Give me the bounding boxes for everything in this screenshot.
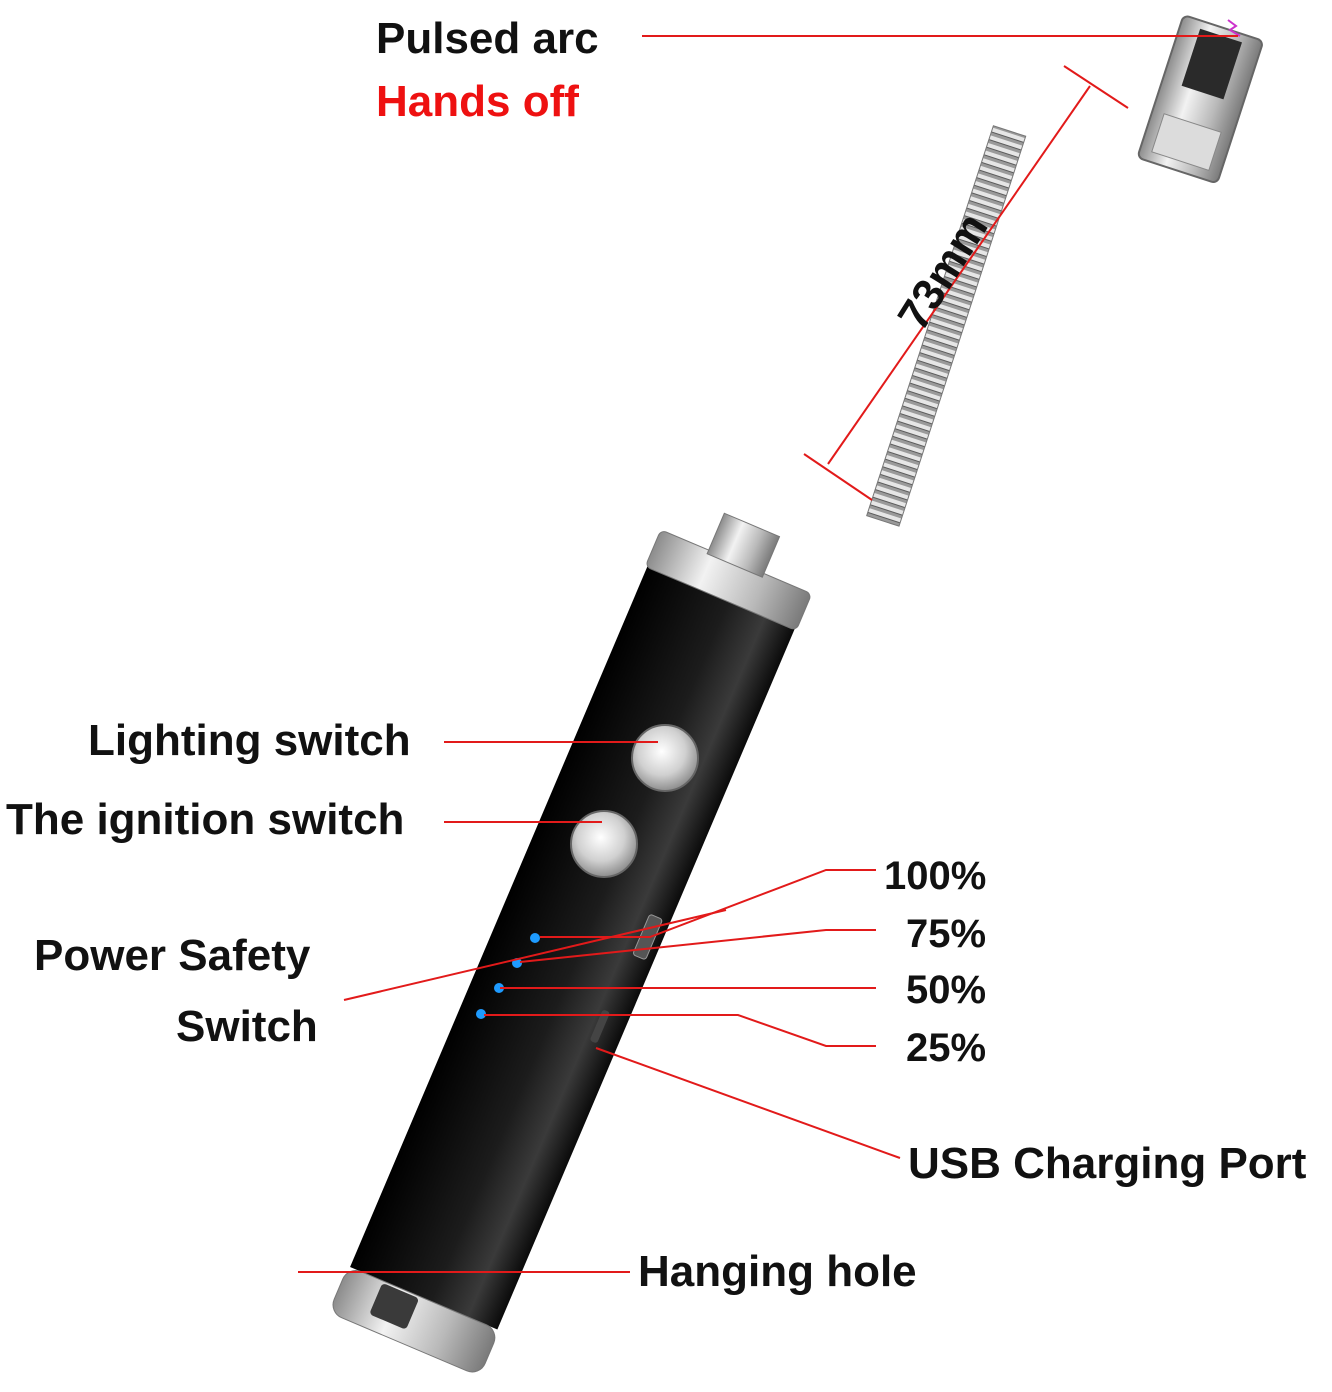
leader-100 <box>540 869 876 938</box>
dimension-tick-top <box>1063 65 1129 109</box>
hands-off-label: Hands off <box>376 77 579 126</box>
leader-power-safety <box>343 909 727 1001</box>
dimension-tick-bottom <box>803 453 873 501</box>
led-100 <box>530 933 540 943</box>
leader-lines <box>298 35 1238 1273</box>
arc-tip-head <box>1137 15 1263 184</box>
battery-75-label: 75% <box>906 912 987 956</box>
battery-100-label: 100% <box>884 854 987 898</box>
leader-usb-port <box>595 1047 901 1159</box>
hanging-hole-label: Hanging hole <box>638 1247 917 1296</box>
usb-port-label: USB Charging Port <box>908 1139 1307 1188</box>
arc-spark <box>1227 19 1241 37</box>
ignition-switch-label: The ignition switch <box>6 795 405 844</box>
led-50 <box>494 983 504 993</box>
power-safety-label-line1: Power Safety <box>34 931 311 980</box>
power-safety-label-line2: Switch <box>176 1002 318 1051</box>
lighter-body <box>332 512 811 1373</box>
lighting-switch-button[interactable] <box>631 724 699 792</box>
led-25 <box>476 1009 486 1019</box>
spring-neck <box>866 125 1027 527</box>
pulsed-arc-label: Pulsed arc <box>376 14 599 63</box>
ignition-switch-button[interactable] <box>570 810 638 878</box>
leader-25 <box>484 1014 876 1047</box>
battery-50-label: 50% <box>906 968 987 1012</box>
lighting-switch-label: Lighting switch <box>88 716 411 765</box>
dimension-line <box>827 85 1091 465</box>
battery-25-label: 25% <box>906 1026 987 1070</box>
leader-75 <box>519 929 876 963</box>
